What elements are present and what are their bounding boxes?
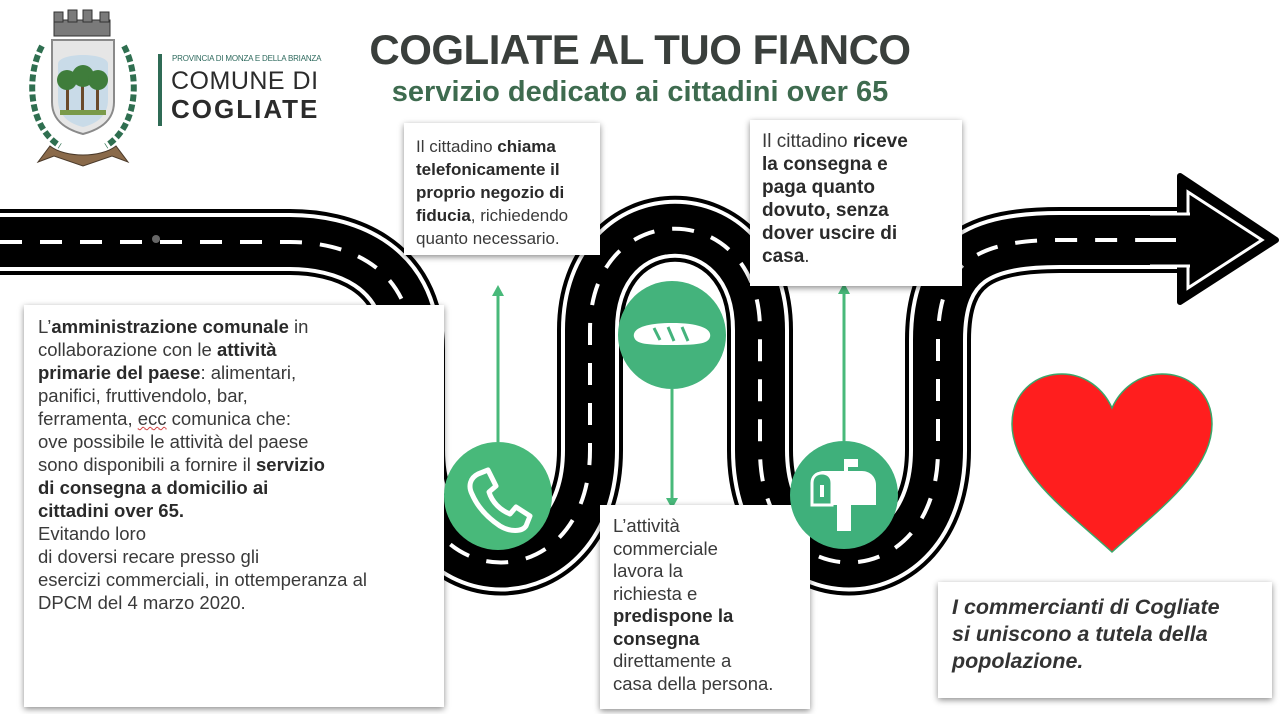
phone-circle — [444, 442, 552, 550]
logo-city: COGLIATE — [171, 94, 320, 124]
page-subtitle: servizio dedicato ai cittadini over 65 — [391, 76, 889, 108]
phone-icon — [467, 467, 533, 533]
info-card-administration: L’amministrazione comunale in collaboraz… — [24, 305, 444, 707]
info-card-merchants: I commercianti di Cogliate si uniscono a… — [938, 582, 1272, 698]
heart-icon — [1011, 373, 1213, 554]
logo-bar — [158, 54, 162, 126]
bread-circle — [618, 281, 726, 389]
info-card-citizen-calls: Il cittadino chiama telefonicamente il p… — [404, 123, 600, 255]
info-card-citizen-receives: Il cittadino riceve la consegna e paga q… — [750, 120, 962, 286]
mailbox-circle — [790, 441, 898, 549]
logo-province: PROVINCIA DI MONZA E DELLA BRIANZA — [172, 54, 322, 63]
logo-comune: COMUNE DI — [171, 67, 319, 95]
comune-logo: PROVINCIA DI MONZA E DELLA BRIANZA COMUN… — [158, 54, 321, 126]
info-card-shop-prepares: L’attività commerciale lavora la richies… — [600, 505, 810, 709]
page-title: COGLIATE AL TUO FIANCO — [369, 26, 911, 73]
bread-icon — [633, 323, 711, 345]
coat-of-arms-icon — [29, 9, 137, 167]
mailbox-icon — [810, 459, 876, 531]
